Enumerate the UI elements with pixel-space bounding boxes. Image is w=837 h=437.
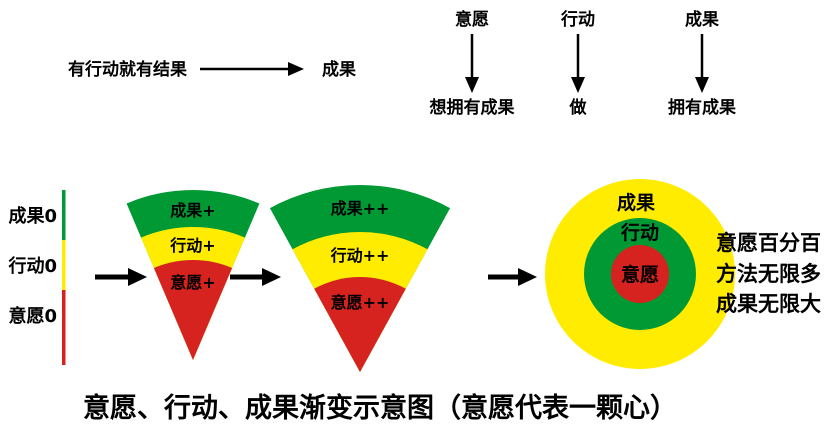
arrow-head [695,77,709,93]
premise-result-text: 成果 [322,59,356,80]
column-willing-header: 意愿 [455,9,489,30]
note-line-3: 成果无限大 [716,292,821,316]
wedge-large-outer-label: 成果++ [331,199,390,218]
arrow-head [571,77,585,93]
down-arrow-icon [465,34,479,93]
down-arrow-icon [571,34,585,93]
zero-axis-bar-green [62,190,66,240]
premise-text: 有行动就有结果 [68,59,187,80]
note-line-1: 意愿百分百 [716,231,821,255]
wedge-large-middle-label: 行动++ [330,246,390,265]
target-circle: 成果 行动 意愿 [545,179,735,369]
wedge-small-middle-label: 行动+ [169,236,215,255]
zero-axis-bar-red [62,290,66,365]
zero-axis-label-willing: 意愿0 [8,305,57,327]
target-circle-inner-core [611,245,669,303]
wedge-small-inner-label: 意愿+ [170,273,215,292]
wedge-small-inner-band [153,260,233,360]
flow-arrow-2 [230,268,281,286]
arrow-head [518,268,537,286]
down-arrow-icon [695,34,709,93]
diagram-caption: 意愿、行动、成果渐变示意图（意愿代表一颗心） [83,392,677,424]
column-result: 成果 拥有成果 [668,9,736,118]
premise-group: 有行动就有结果 成果 [68,59,356,80]
column-action-header: 行动 [560,9,595,30]
flow-arrow-1 [95,268,147,286]
column-result-meaning: 拥有成果 [668,97,736,118]
wedge-small: 成果+ 行动+ 意愿+ [126,189,260,360]
column-willing: 意愿 想拥有成果 [430,9,515,118]
wedge-large-inner-band [314,277,406,372]
zero-axis: 成果0 行动0 意愿0 [7,190,66,365]
target-circle-outer-label: 成果 [617,191,655,214]
target-circle-middle-label: 行动 [620,221,659,244]
zero-axis-label-action: 行动0 [7,255,57,277]
arrow-head [128,268,147,286]
right-arrow-icon [200,62,304,76]
flow-arrow-3 [488,268,537,286]
wedge-small-outer-label: 成果+ [170,201,215,220]
zero-axis-bar-yellow [62,240,66,290]
zero-axis-label-result: 成果0 [8,205,57,227]
circle-notes: 意愿百分百 方法无限多 成果无限大 [716,231,821,316]
target-circle-inner-label: 意愿 [621,263,659,286]
wedge-large-inner-label: 意愿++ [331,293,390,312]
column-action-meaning: 做 [569,97,588,118]
arrow-head [262,268,281,286]
wedge-large: 成果++ 行动++ 意愿++ [269,184,451,372]
column-result-header: 成果 [685,9,719,30]
arrow-head [465,77,479,93]
note-line-2: 方法无限多 [716,262,821,286]
column-willing-meaning: 想拥有成果 [430,97,515,118]
arrow-head [288,62,304,76]
column-action: 行动 做 [560,9,595,118]
